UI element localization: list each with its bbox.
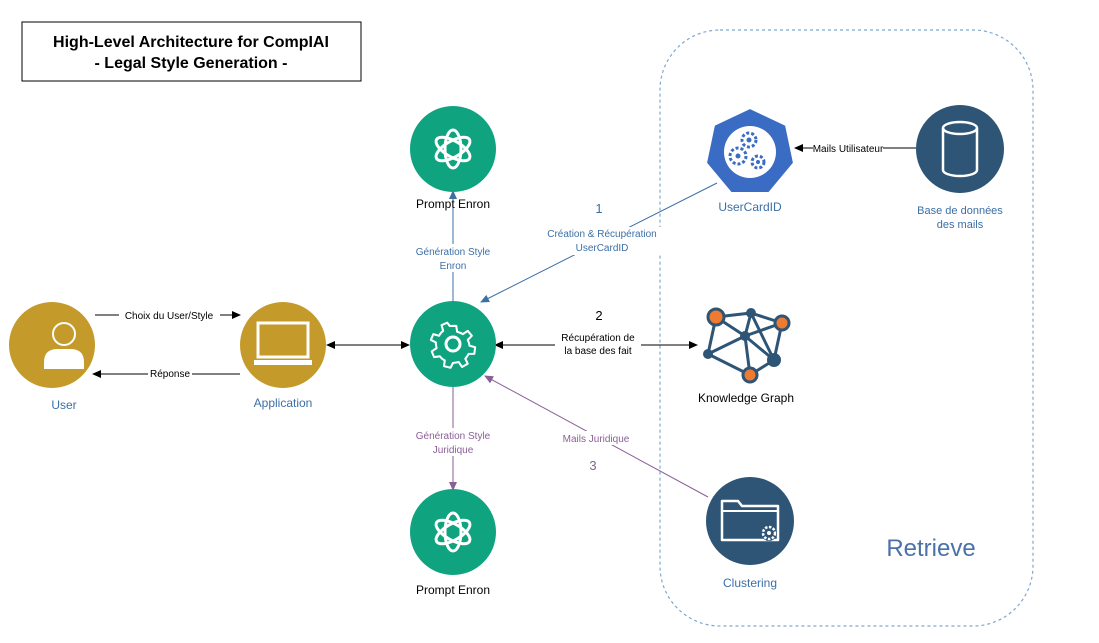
- edge-recup-label1: Récupération de: [561, 333, 635, 344]
- step-3: 3: [589, 458, 596, 473]
- database-label2: des mails: [937, 219, 984, 231]
- edge-recup-label2: la base des fait: [564, 346, 631, 357]
- retrieve-label: Retrieve: [886, 535, 975, 562]
- database-label1: Base de données: [917, 205, 1003, 217]
- prompt-enron-top-node[interactable]: [410, 106, 496, 192]
- monitor-icon: [254, 321, 312, 365]
- prompt-enron-bottom-label: Prompt Enron: [416, 583, 490, 597]
- edge-gen-enron-label1: Génération Style: [416, 247, 491, 258]
- prompt-enron-bottom-node[interactable]: [410, 489, 496, 575]
- knowledge-graph-node[interactable]: [703, 307, 791, 384]
- database-icon: [941, 120, 979, 178]
- clustering-node[interactable]: [706, 477, 794, 565]
- edge-gen-enron-label2: Enron: [440, 261, 467, 272]
- openai-icon: [434, 128, 472, 170]
- orchestrator-node[interactable]: [410, 301, 496, 387]
- prompt-enron-top-label: Prompt Enron: [416, 197, 490, 211]
- knowledge-graph-label: Knowledge Graph: [698, 391, 794, 405]
- edge-gen-jur-label1: Génération Style: [416, 431, 491, 442]
- edge-creation-label1: Création & Récupération: [547, 229, 657, 240]
- edge-choix-label: Choix du User/Style: [125, 311, 214, 322]
- edge-mails-jur-label: Mails Juridique: [563, 434, 630, 445]
- edge-mails-user-label: Mails Utilisateur: [813, 144, 884, 155]
- database-node[interactable]: [916, 105, 1004, 193]
- usercard-node[interactable]: [705, 107, 795, 194]
- title-line1: High-Level Architecture for CompIAI: [53, 34, 329, 51]
- title-line2: - Legal Style Generation -: [95, 55, 288, 72]
- user-icon: [44, 322, 84, 369]
- gear-icon: [429, 321, 477, 369]
- application-node[interactable]: [240, 302, 326, 388]
- edge-creation-label2: UserCardID: [576, 243, 629, 254]
- edge-reponse-label: Réponse: [150, 369, 190, 380]
- openai-icon: [434, 511, 472, 553]
- folder-settings-icon: [720, 499, 780, 542]
- step-1: 1: [595, 201, 602, 216]
- usercard-label: UserCardID: [718, 200, 782, 214]
- user-label: User: [51, 398, 76, 412]
- retrieve-container: [659, 29, 1034, 627]
- edge-gen-jur-label2: Juridique: [433, 445, 474, 456]
- gears-icon: [728, 131, 766, 170]
- title-box: [21, 21, 362, 82]
- application-label: Application: [254, 396, 313, 410]
- clustering-label: Clustering: [723, 576, 777, 590]
- user-node[interactable]: [9, 302, 95, 388]
- step-2: 2: [595, 308, 602, 323]
